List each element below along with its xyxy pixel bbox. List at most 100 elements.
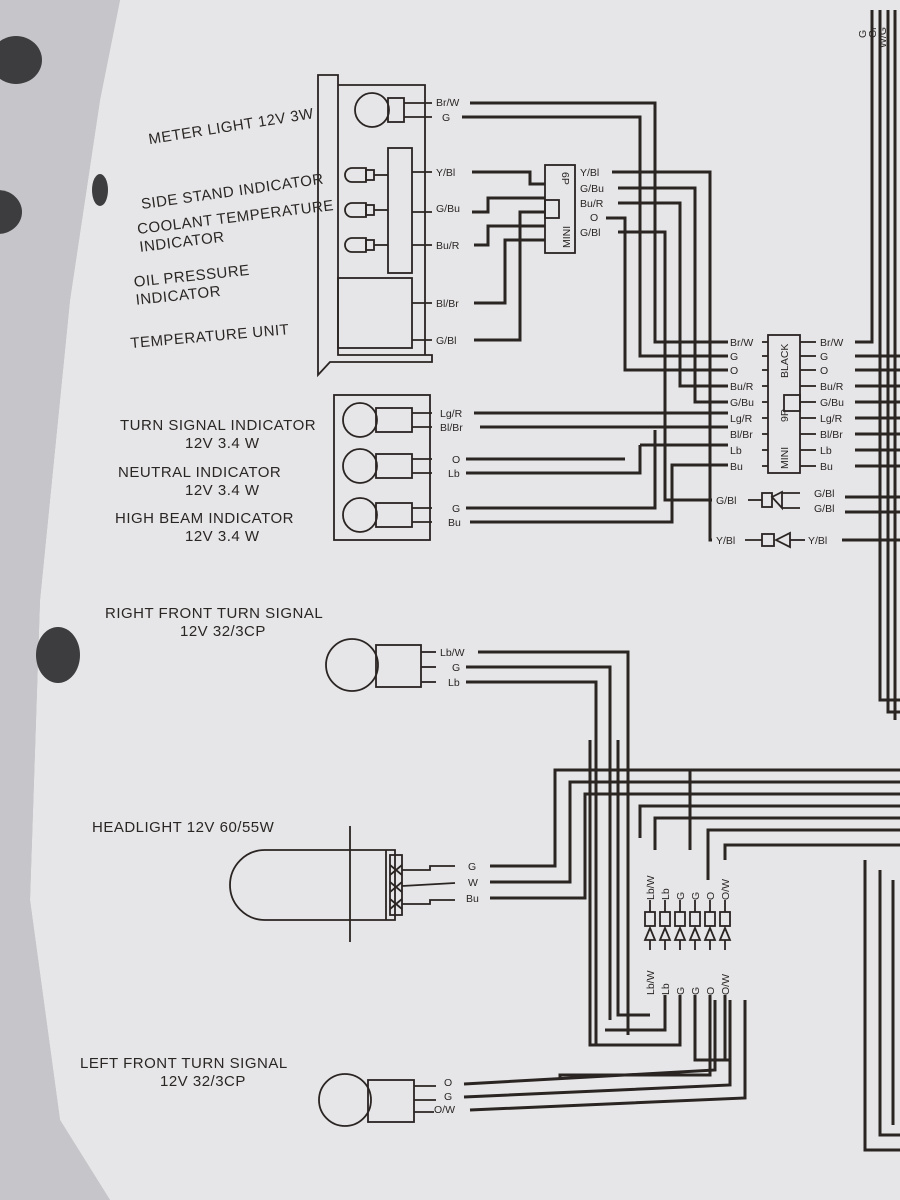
wire-label: Y/Bl <box>580 167 599 179</box>
wire-label: O <box>820 365 828 377</box>
wire-label: G <box>675 987 687 995</box>
wire-label: G <box>857 30 869 38</box>
wire-label: O <box>705 892 717 900</box>
wire-label: G/Bu <box>580 183 604 195</box>
mini-6p-label: MINI <box>561 226 573 248</box>
wire-label: Lb/W <box>440 647 465 659</box>
neutral-indicator-rating: 12V 3.4 W <box>185 482 260 499</box>
wire-label: Lb <box>660 888 672 900</box>
wire-label: Bu <box>820 461 833 473</box>
wire-label: G <box>468 861 476 873</box>
wire-label: O/W <box>720 879 732 900</box>
punch-hole <box>0 36 42 84</box>
wire-label: O <box>444 1077 452 1089</box>
meter-wires <box>462 101 728 358</box>
lamp-wires <box>466 411 728 524</box>
headlight-label: HEADLIGHT 12V 60/55W <box>92 819 275 836</box>
paper-sheet <box>30 0 900 1200</box>
meter-housing <box>317 74 433 378</box>
neutral-indicator-label: NEUTRAL INDICATOR <box>118 464 281 481</box>
wire-label: Lb <box>660 983 672 995</box>
right-front-turn-label: RIGHT FRONT TURN SIGNAL <box>105 605 323 622</box>
wire-label: Y/Bl <box>808 535 827 547</box>
bullet-connector-bank <box>643 900 732 950</box>
wire-label: G <box>730 351 738 363</box>
wire-label: Lg/R <box>730 413 753 425</box>
right-front-turn-bulb <box>325 638 436 692</box>
page-shadow <box>0 0 120 1200</box>
turn-indicator-rating: 12V 3.4 W <box>185 435 260 452</box>
wire-label: Gr <box>867 26 879 38</box>
wire-label: G <box>675 892 687 900</box>
wire-label: Y/Bl <box>716 535 735 547</box>
wire-label: G <box>690 892 702 900</box>
wire-label: G/Bl <box>814 488 834 500</box>
punch-hole <box>36 627 80 683</box>
mini-9p-pins: 9P <box>779 409 791 422</box>
wire-label: G/Bu <box>436 203 460 215</box>
turn-indicator-label: TURN SIGNAL INDICATOR <box>120 417 316 434</box>
ybl-bullet-connector <box>745 531 805 549</box>
headlight-bulb <box>229 826 456 942</box>
wire-label: G <box>820 351 828 363</box>
high-beam-indicator-rating: 12V 3.4 W <box>185 528 260 545</box>
wire-label: O/W <box>720 974 732 995</box>
wire-label: O <box>590 212 598 224</box>
main-harness-right <box>842 10 900 720</box>
wire-label: G <box>690 987 702 995</box>
main-harness-bottom <box>863 860 900 1152</box>
wire-label: Bl/Br <box>436 298 459 310</box>
headlight-wires <box>490 768 900 900</box>
wire-label: Lg/R <box>440 408 463 420</box>
gbl-bullet-connector <box>748 490 800 511</box>
wire-label: Lb <box>448 677 460 689</box>
right-front-turn-rating: 12V 32/3CP <box>180 623 266 640</box>
wire-label: O <box>452 454 460 466</box>
wire-label: G/Bl <box>814 503 834 515</box>
punch-hole <box>92 174 108 206</box>
wire-label: Br/W <box>730 337 753 349</box>
wire-label: Bu/R <box>436 240 460 252</box>
punch-hole <box>0 190 22 234</box>
wire-label: Lb/W <box>645 875 657 900</box>
wire-label: Lb <box>820 445 832 457</box>
mini-9p-connector: MINI 9P BLACK <box>767 334 801 474</box>
left-front-turn-rating: 12V 32/3CP <box>160 1073 246 1090</box>
wire-label: G <box>452 503 460 515</box>
wire-label: Lb/W <box>645 970 657 995</box>
wire-label: Lb <box>730 445 742 457</box>
wire-label: Y/Bl <box>436 167 455 179</box>
left-turn-wires <box>463 1000 747 1112</box>
wire-label: Br/W <box>820 337 843 349</box>
wire-label: O <box>730 365 738 377</box>
wire-label: Bl/Br <box>730 429 753 441</box>
top-right-labels: G Gr W/G <box>857 26 889 48</box>
mini-6p-pins: 6P <box>559 172 571 185</box>
wire-label: G/Bl <box>436 335 456 347</box>
wire-label: Bu/R <box>730 381 754 393</box>
wire-label: G/Bl <box>580 227 600 239</box>
wire-label: Bl/Br <box>440 422 463 434</box>
wire-label: Lg/R <box>820 413 843 425</box>
mini-9p-label: MINI <box>779 447 791 469</box>
wire-label: G/Bu <box>730 397 754 409</box>
wire-label: Br/W <box>436 97 459 109</box>
wire-label: W <box>468 877 478 889</box>
right-turn-wires <box>466 650 630 1045</box>
wire-label: G <box>452 662 460 674</box>
mini-9p-color: BLACK <box>779 344 791 378</box>
left-front-turn-bulb <box>318 1073 436 1127</box>
mini-6p-connector: MINI 6P <box>544 164 576 254</box>
mini-6p-output-wires <box>606 170 728 542</box>
high-beam-indicator-label: HIGH BEAM INDICATOR <box>115 510 294 527</box>
wire-label: Bu/R <box>820 381 844 393</box>
wire-label: G <box>444 1091 452 1103</box>
wire-label: Lb <box>448 468 460 480</box>
wire-label: O/W <box>434 1104 455 1116</box>
